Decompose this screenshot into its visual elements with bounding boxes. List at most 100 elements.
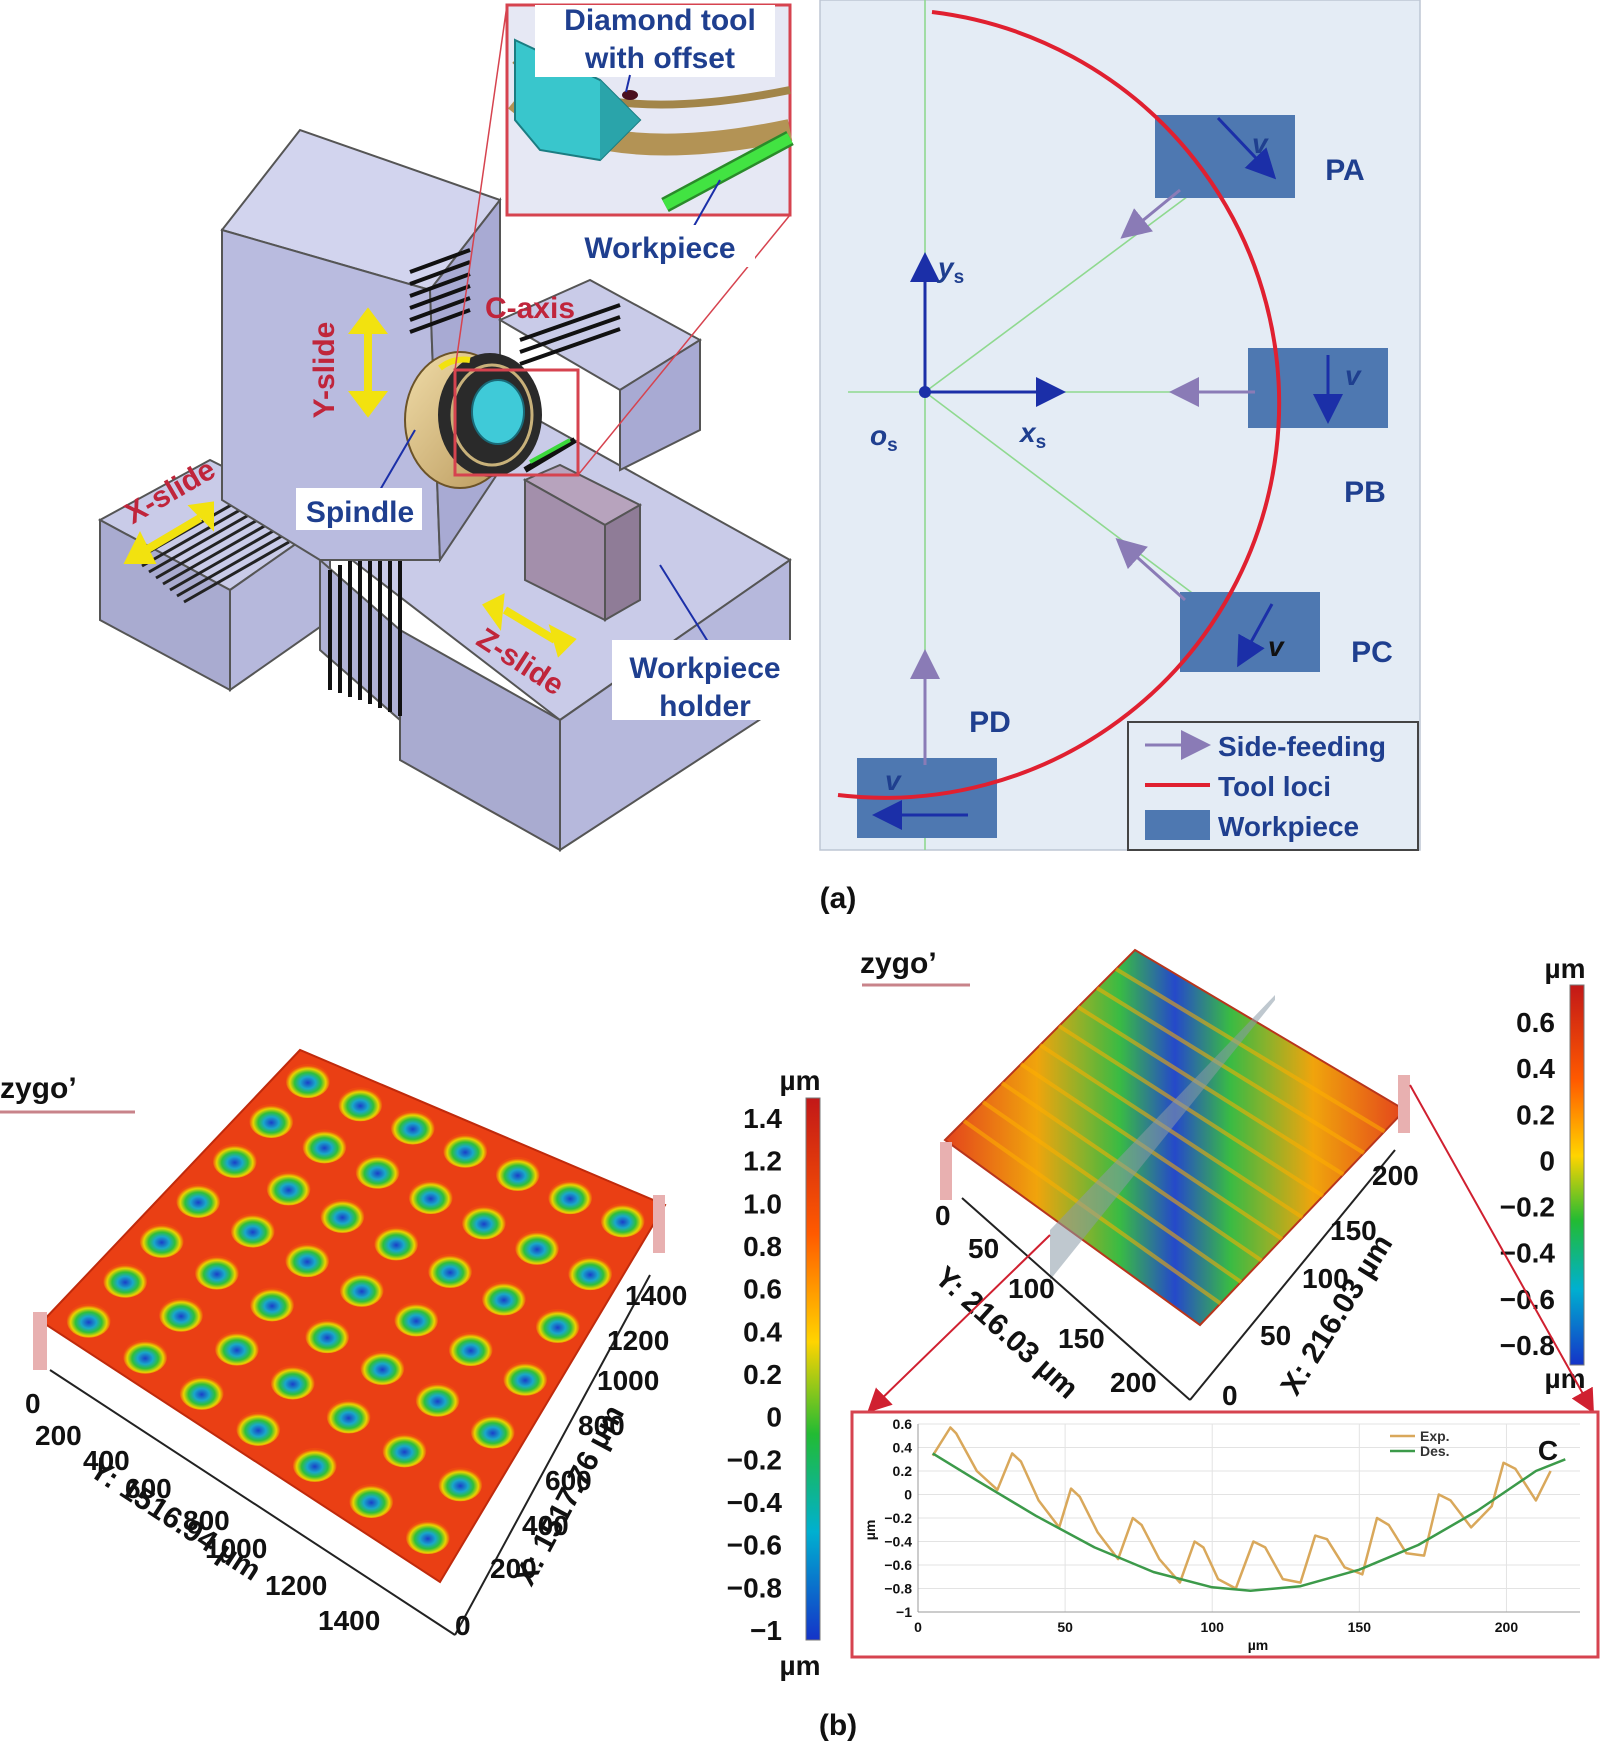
colorbar-tick-label: −0.2 <box>727 1444 782 1475</box>
colorbar-tick-label: −0.6 <box>1500 1284 1555 1315</box>
left-colorbar-unit-bottom: µm <box>779 1650 820 1681</box>
dimple <box>548 1180 593 1215</box>
right-colorbar <box>1569 984 1585 1366</box>
section-plane <box>1050 995 1275 1280</box>
svg-text:150: 150 <box>1058 1323 1105 1354</box>
svg-text:1200: 1200 <box>607 1325 669 1356</box>
surface-ridge <box>1076 1005 1345 1177</box>
dimple <box>236 1411 281 1446</box>
svg-text:150: 150 <box>1330 1215 1377 1246</box>
dimple-surface <box>33 1048 667 1584</box>
side-feed-arrow-pa <box>1120 188 1181 239</box>
panel-b-caption: (b) <box>819 1709 857 1742</box>
right-colorbar-ticks: 0.60.40.20−0.2−0.4−0.6−0.8 <box>1500 1007 1556 1361</box>
dimple <box>194 1255 239 1290</box>
right-x-ticks: 0 50 100 150 200 <box>1222 1160 1419 1411</box>
colorbar-tick-label: −0.4 <box>1500 1238 1556 1269</box>
profile-y-tick: 0.2 <box>893 1463 913 1479</box>
x-slide-grooves <box>134 498 290 604</box>
colorbar-tick-label: 0.8 <box>743 1231 782 1262</box>
dimple <box>214 1331 259 1366</box>
svg-text:400: 400 <box>522 1510 569 1541</box>
left-colorbar <box>805 1097 821 1641</box>
right-y-ticks: 0 50 100 150 200 <box>935 1200 1157 1398</box>
svg-text:0: 0 <box>455 1610 471 1641</box>
profile-inset-label: C <box>1538 1435 1558 1466</box>
legend-tool-loci: Tool loci <box>1218 771 1331 802</box>
dimple <box>355 1154 400 1189</box>
dimple <box>285 1243 330 1278</box>
right-x-axis-title: X: 216.03 µm <box>1275 1229 1400 1401</box>
profile-y-tick: 0.4 <box>893 1440 913 1456</box>
profile-y-tick: −1 <box>896 1604 912 1620</box>
svg-text:100: 100 <box>1008 1273 1055 1304</box>
z-slide-grooves <box>328 535 402 716</box>
svg-text:200: 200 <box>1110 1367 1157 1398</box>
colorbar-tick-label: 0 <box>766 1402 782 1433</box>
dimple <box>338 1087 383 1122</box>
left-colorbar-ticks: 1.41.21.00.80.60.40.20−0.2−0.4−0.6−0.8−1 <box>727 1103 783 1646</box>
y-slide-label: Y-slide <box>308 322 341 419</box>
dimple <box>535 1308 580 1343</box>
profile-x-tick: 150 <box>1348 1619 1372 1635</box>
surface-ridge <box>1095 986 1366 1155</box>
svg-text:0: 0 <box>25 1388 41 1419</box>
velocity-arrow-pc <box>1237 603 1274 668</box>
surface-ridge <box>1038 1043 1304 1220</box>
left-x-ticks: 0 200 400 600 800 1000 1200 1400 <box>455 1280 687 1641</box>
profile-xlabel: µm <box>1248 1637 1269 1653</box>
svg-text:50: 50 <box>968 1233 999 1264</box>
svg-text:800: 800 <box>183 1505 230 1536</box>
colorbar-tick-label: −0.4 <box>727 1487 783 1518</box>
kinematic-schematic <box>819 0 1421 851</box>
profile-series-des <box>932 1452 1566 1593</box>
velocity-label-pb: v <box>1345 360 1362 391</box>
velocity-label-pc: v <box>1268 631 1285 662</box>
profile-legend-label: Exp. <box>1420 1428 1450 1444</box>
dimple <box>428 1253 473 1288</box>
colorbar-tick-label: −0.8 <box>727 1572 782 1603</box>
svg-text:800: 800 <box>578 1410 625 1441</box>
label-pc: PC <box>1351 636 1393 669</box>
dimple <box>600 1203 645 1238</box>
dimple <box>360 1350 405 1385</box>
svg-text:0: 0 <box>1222 1380 1238 1411</box>
origin-label: os <box>870 420 898 456</box>
svg-text:200: 200 <box>35 1420 82 1451</box>
colorbar-tick-label: 0.6 <box>1516 1007 1555 1038</box>
colorbar-tick-label: 0.4 <box>743 1316 782 1347</box>
c-axis-label: C-axis <box>485 292 575 325</box>
profile-y-tick: −0.2 <box>884 1510 912 1526</box>
zygo-logo-right: zygo’ <box>860 947 937 980</box>
dimple <box>302 1129 347 1164</box>
dimple <box>103 1263 148 1298</box>
dimple <box>123 1339 168 1374</box>
left-colorbar-unit-top: µm <box>779 1065 820 1096</box>
inset-label-line2: with offset <box>584 42 735 75</box>
svg-text:600: 600 <box>125 1473 172 1504</box>
dimple <box>495 1156 540 1191</box>
dimple <box>250 1287 295 1322</box>
colorbar-tick-label: −0.2 <box>1500 1192 1555 1223</box>
dimple <box>176 1183 221 1218</box>
profile-series-exp <box>931 1426 1552 1590</box>
machine-drawing <box>97 3 794 852</box>
dimple <box>66 1303 111 1338</box>
label-pb: PB <box>1344 476 1386 509</box>
zoom-box <box>453 368 580 477</box>
surface-ridge <box>1114 967 1386 1134</box>
svg-text:400: 400 <box>83 1445 130 1476</box>
colorbar-tick-label: 1.4 <box>743 1103 782 1134</box>
colorbar-tick-label: −0.8 <box>1500 1330 1555 1361</box>
panel-a-caption: (a) <box>820 882 857 915</box>
origin-point <box>919 386 931 398</box>
svg-text:0: 0 <box>935 1200 951 1231</box>
svg-text:1000: 1000 <box>597 1365 659 1396</box>
profile-x-tick: 100 <box>1201 1619 1225 1635</box>
velocity-arrow-pa <box>1216 116 1277 180</box>
dimple <box>249 1103 294 1138</box>
velocity-label-pd: v <box>885 765 902 796</box>
label-pd: PD <box>969 706 1011 739</box>
dimple <box>568 1256 613 1291</box>
